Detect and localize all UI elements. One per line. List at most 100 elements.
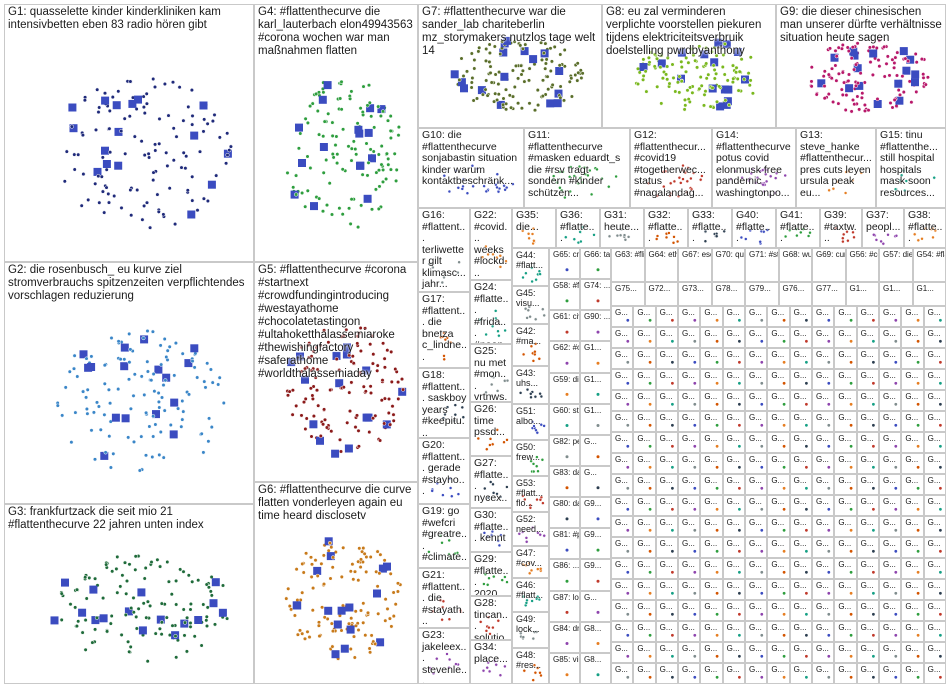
group-label: G... xyxy=(861,371,876,380)
tiny-group-cell: G... xyxy=(723,600,745,621)
group-label: G... xyxy=(704,581,719,590)
tiny-group-cell: G... xyxy=(924,390,946,411)
tiny-group-cell: G... xyxy=(678,558,700,579)
tiny-group-cell: G... xyxy=(611,411,633,432)
group-label: G... xyxy=(615,476,630,485)
group-label: G1: quasselette kinder kinderkliniken ka… xyxy=(8,6,251,32)
group-label: G... xyxy=(905,371,920,380)
group-label: G... xyxy=(905,665,920,674)
group-label: G18: #flattent... saskboy years #keepitu… xyxy=(422,370,467,438)
group-label: G34: place... xyxy=(474,642,509,665)
tiny-group-cell: G... xyxy=(723,558,745,579)
group-label: G16: #flattent... terliwetter gilt klima… xyxy=(422,210,467,291)
group-label: G... xyxy=(682,308,697,317)
tiny-group-cell: G... xyxy=(611,390,633,411)
tiny-group-cell: G... xyxy=(790,516,812,537)
tiny-group-cell: G... xyxy=(767,327,789,348)
tiny-group-cell: G... xyxy=(700,411,722,432)
group-label: G41: #flatte... xyxy=(780,210,817,245)
group-label: G... xyxy=(838,329,853,338)
group-label: G... xyxy=(660,371,675,380)
tiny-group-cell: G... xyxy=(723,621,745,642)
group-label: G... xyxy=(682,434,697,443)
tiny-group-cell: G... xyxy=(879,495,901,516)
small-group-cell: G... xyxy=(580,591,611,622)
tiny-group-cell: G... xyxy=(723,579,745,600)
small-group-cell: G70: que... xyxy=(712,248,746,282)
tiny-group-cell: G... xyxy=(745,516,767,537)
group-label: G... xyxy=(637,497,652,506)
group-label: G... xyxy=(883,308,898,317)
group-label: G84: drs... xyxy=(553,624,577,633)
group-label: G... xyxy=(905,560,920,569)
tiny-group-cell: G... xyxy=(656,621,678,642)
tiny-group-cell: G... xyxy=(767,558,789,579)
tiny-group-cell: G... xyxy=(723,348,745,369)
tiny-group-cell: G... xyxy=(678,390,700,411)
tiny-group-cell: G... xyxy=(924,369,946,390)
group-label: G... xyxy=(682,665,697,674)
small-group-cell: G62: #ori... xyxy=(549,341,580,372)
tiny-group-cell: G... xyxy=(611,495,633,516)
tiny-group-cell: G... xyxy=(790,453,812,474)
group-label: G... xyxy=(905,581,920,590)
group-label: G45: visu... xyxy=(516,288,546,308)
tiny-group-cell: G... xyxy=(767,432,789,453)
group-cell-g46: G46: #flatt... xyxy=(512,578,549,612)
group-label: G... xyxy=(615,497,630,506)
small-group-cell: G57: die... xyxy=(879,248,913,282)
tiny-group-cell: G... xyxy=(812,432,834,453)
group-label: G32: #flatte... xyxy=(648,210,685,245)
group-cell-g30: G30: #flatte... kennt xyxy=(470,508,512,552)
group-label: G3: frankfurtzack die seit mio 21 #flatt… xyxy=(8,506,251,532)
group-label: G... xyxy=(704,434,719,443)
tiny-group-cell: G... xyxy=(879,600,901,621)
group-label: G... xyxy=(771,329,786,338)
group-label: G... xyxy=(883,644,898,653)
tiny-group-cell: G... xyxy=(611,537,633,558)
tiny-group-cell: G... xyxy=(656,327,678,348)
tiny-group-cell: G... xyxy=(767,453,789,474)
tiny-group-cell: G... xyxy=(678,306,700,327)
group-label: G... xyxy=(749,371,764,380)
tiny-group-cell: G... xyxy=(723,642,745,663)
group-label: G59: die... xyxy=(553,375,577,384)
group-cell-g44: G44: #flatt... xyxy=(512,248,549,286)
tiny-group-cell: G... xyxy=(767,474,789,495)
group-label: G... xyxy=(749,392,764,401)
tiny-group-cell: G... xyxy=(611,600,633,621)
group-cell-g33: G33: #flatte... xyxy=(688,208,732,248)
group-label: G... xyxy=(883,581,898,590)
tiny-group-cell: G... xyxy=(656,453,678,474)
tiny-group-cell: G... xyxy=(901,453,923,474)
group-cell-g15: G15: tinu #flattenthe... still hospital … xyxy=(876,128,946,208)
tiny-group-cell: G... xyxy=(834,306,856,327)
group-label: G... xyxy=(682,476,697,485)
group-label: G... xyxy=(615,371,630,380)
group-cell-g32: G32: #flatte... xyxy=(644,208,688,248)
small-group-cell: G... xyxy=(580,466,611,497)
group-label: G62: #ori... xyxy=(553,343,577,352)
group-label: G... xyxy=(660,350,675,359)
tiny-group-cell: G... xyxy=(611,327,633,348)
tiny-group-cell: G... xyxy=(633,600,655,621)
group-label: G22: #covid... weeks #lockd... xyxy=(474,210,509,279)
tiny-group-cell: G... xyxy=(723,495,745,516)
group-label: G... xyxy=(861,455,876,464)
group-label: G... xyxy=(637,560,652,569)
group-label: G80: dag... xyxy=(553,499,577,508)
group-label: G... xyxy=(928,497,943,506)
group-label: G... xyxy=(928,623,943,632)
group-cell-g25: G25: nu met #mon... vrtnws... xyxy=(470,344,512,402)
tiny-group-cell: G... xyxy=(678,579,700,600)
group-label: G... xyxy=(749,476,764,485)
tiny-group-cell: G... xyxy=(656,495,678,516)
group-label: G35: die... xyxy=(516,210,553,233)
group-label: G73... xyxy=(682,284,709,293)
group-label: G... xyxy=(637,392,652,401)
group-label: G... xyxy=(771,602,786,611)
group-cell-g2: G2: die rosenbusch_ eu kurve ziel stromv… xyxy=(4,262,254,504)
group-label: G... xyxy=(637,371,652,380)
group-label: G... xyxy=(682,623,697,632)
tiny-group-cell: G... xyxy=(790,327,812,348)
